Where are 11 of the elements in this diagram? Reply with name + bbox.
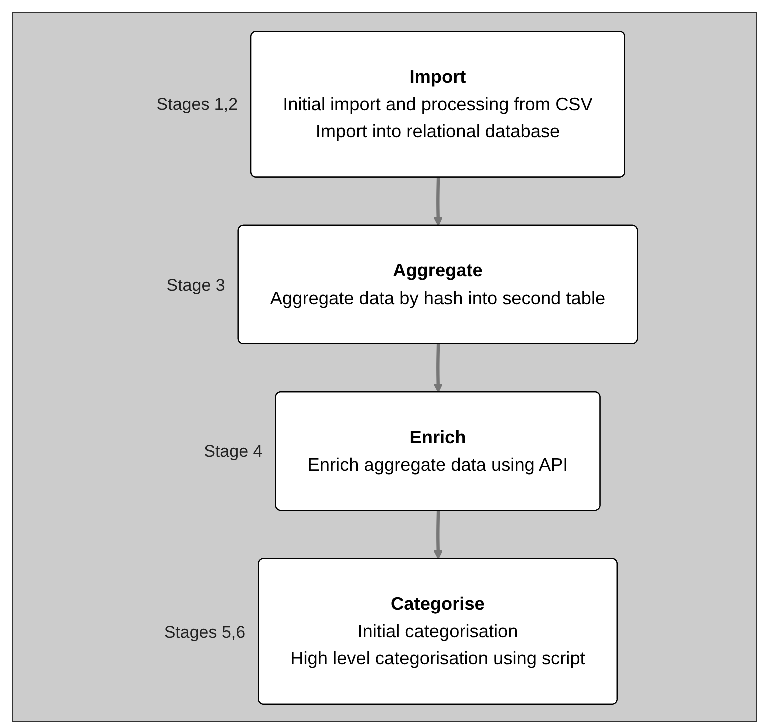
arrow xyxy=(434,344,444,393)
stage-label: Stage 4 xyxy=(204,442,263,462)
process-box: Categorise Initial categorisation High level categorisation using script xyxy=(258,558,618,705)
arrow xyxy=(434,511,444,560)
stage-label: Stage 3 xyxy=(166,276,226,296)
process-box: Import Initial import and processing from CSV Import into relational database xyxy=(250,31,626,178)
stage-label: Stages 1,2 xyxy=(156,95,238,116)
stage-label: Stages 5,6 xyxy=(164,622,246,643)
process-box: Aggregate Aggregate data by hash into second table xyxy=(238,224,638,344)
arrow xyxy=(434,178,444,226)
process-box: Enrich Enrich aggregate data using API xyxy=(275,392,601,512)
